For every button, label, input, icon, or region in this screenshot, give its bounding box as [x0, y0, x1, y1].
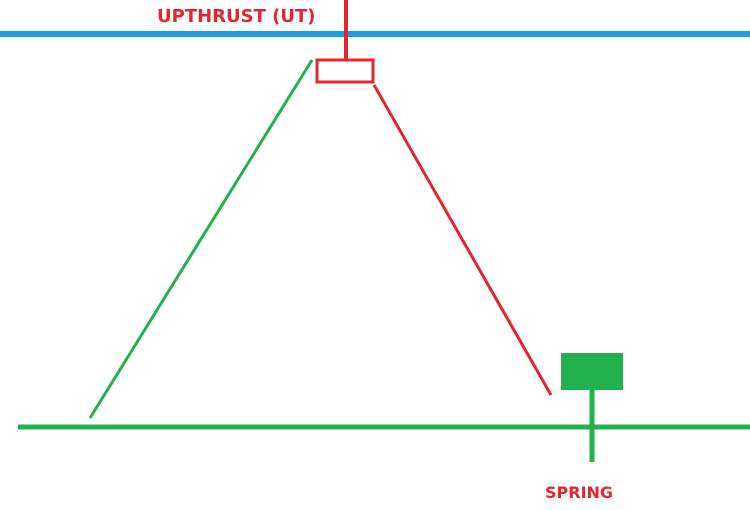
upthrust-candle	[315, 58, 375, 84]
decline-line	[372, 84, 553, 396]
spring-candle	[561, 353, 623, 390]
rally-line	[88, 59, 314, 419]
upthrust-label: UPTHRUST (UT)	[157, 6, 316, 27]
spring-label: SPRING	[545, 483, 614, 502]
